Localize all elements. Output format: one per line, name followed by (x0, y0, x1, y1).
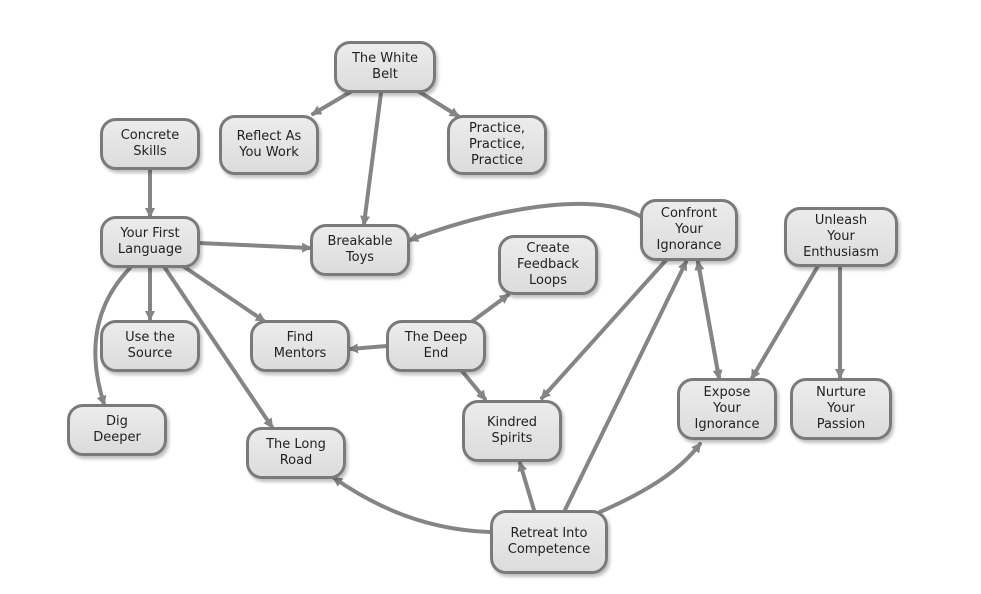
edge-first-language-to-find-mentors (178, 262, 266, 323)
node-concrete-skills: Concrete Skills (100, 118, 200, 170)
node-the-white-belt: The White Belt (334, 41, 436, 93)
edge-confront-to-kindred (540, 256, 670, 400)
edge-retreat-to-expose (598, 442, 702, 514)
node-unleash-your-enthusiasm: Unleash Your Enthusiasm (784, 207, 898, 267)
edge-deep-end-to-find-mentors (348, 343, 389, 354)
edge-retreat-to-kindred (517, 461, 536, 512)
node-reflect-as-you-work: Reflect As You Work (219, 115, 319, 175)
edge-unleash-to-expose (750, 264, 820, 380)
edge-white-belt-to-reflect (311, 89, 354, 116)
node-find-mentors: Find Mentors (250, 320, 350, 372)
node-nurture-your-passion: Nurture Your Passion (790, 378, 892, 440)
edge-first-language-to-long-road (163, 266, 274, 429)
edge-deep-end-to-create-feedback (468, 293, 510, 325)
node-your-first-language: Your First Language (100, 216, 200, 268)
node-the-long-road: The Long Road (246, 427, 346, 479)
edge-expose-to-confront (694, 260, 721, 380)
edge-first-language-to-breakable-toys (196, 241, 312, 253)
node-the-deep-end: The Deep End (386, 320, 486, 372)
edge-retreat-to-confront (563, 260, 688, 512)
node-expose-your-ignorance: Expose Your Ignorance (677, 378, 777, 440)
node-use-the-source: Use the Source (100, 320, 200, 372)
node-practice-practice-practice: Practice, Practice, Practice (447, 115, 547, 175)
node-retreat-into-competence: Retreat Into Competence (490, 510, 608, 574)
edge-white-belt-to-practice (416, 89, 460, 118)
node-confront-your-ignorance: Confront Your Ignorance (640, 199, 738, 261)
edge-first-language-to-dig-deeper (93, 266, 132, 406)
node-breakable-toys: Breakable Toys (310, 224, 410, 276)
node-create-feedback-loops: Create Feedback Loops (498, 235, 598, 295)
node-kindred-spirits: Kindred Spirits (462, 400, 562, 462)
edge-confront-to-breakable-toys (408, 202, 642, 242)
node-dig-deeper: Dig Deeper (67, 404, 167, 456)
edge-white-belt-to-breakable-toys (360, 91, 383, 226)
edge-retreat-to-long-road (332, 476, 492, 534)
edge-deep-end-to-kindred (460, 369, 487, 401)
